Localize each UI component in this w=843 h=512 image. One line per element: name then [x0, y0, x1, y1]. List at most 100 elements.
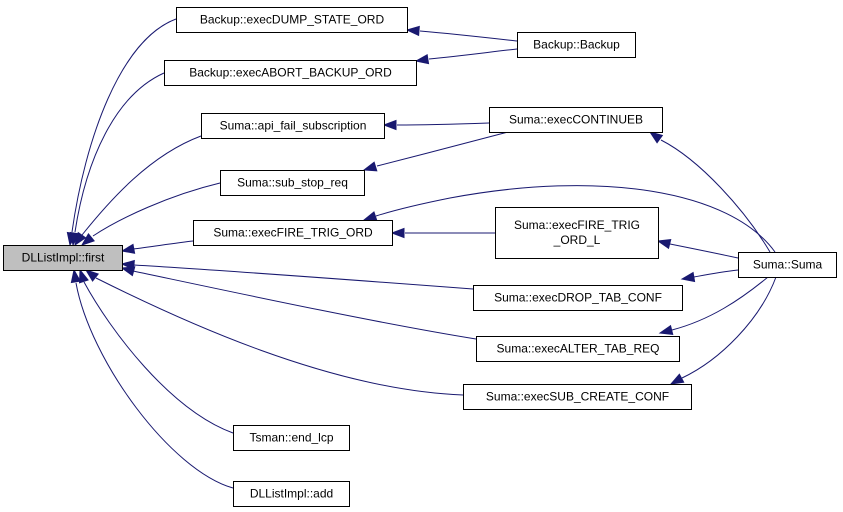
arrowhead	[382, 119, 397, 131]
edge-suma-to-drop_tab	[680, 269, 739, 283]
edge-line	[660, 139, 771, 253]
arrowhead	[405, 25, 420, 37]
edge-continueb-to-api_fail	[382, 119, 490, 131]
edge-sub_create-to-first	[84, 269, 464, 396]
node-label: Backup::Backup	[533, 38, 620, 52]
node-box	[220, 170, 365, 196]
node-label: Suma::execFIRE_TRIG_ORD	[213, 226, 373, 240]
edge-line	[396, 122, 490, 126]
node-drop-tab[interactable]: Suma::execDROP_TAB_CONF	[473, 285, 683, 311]
node-label: Tsman::end_lcp	[249, 431, 333, 445]
edge-sub_stop-to-first	[80, 182, 221, 246]
edge-continueb-to-sub_stop	[362, 131, 509, 172]
node-add[interactable]: DLListImpl::add	[233, 481, 350, 507]
node-box	[517, 32, 636, 58]
node-api-fail[interactable]: Suma::api_fail_subscription	[201, 113, 385, 139]
arrowhead	[80, 233, 95, 246]
edges-layer	[66, 18, 777, 489]
edge-line	[693, 269, 739, 278]
edge-line	[671, 276, 769, 331]
arrowhead	[656, 238, 672, 250]
arrowhead	[669, 373, 685, 385]
node-label: Suma::sub_stop_req	[237, 176, 348, 190]
edge-line	[81, 135, 202, 236]
node-label: Suma::execCONTINUEB	[509, 113, 643, 127]
node-label: DLListImpl::add	[250, 487, 333, 501]
edge-backup-to-abort_backup	[414, 48, 518, 65]
node-box	[233, 425, 350, 451]
arrowhead	[70, 268, 82, 284]
node-box	[489, 107, 663, 133]
edge-line	[74, 72, 165, 233]
node-label: Suma::api_fail_subscription	[220, 119, 367, 133]
node-label: Suma::execALTER_TAB_REQ	[497, 342, 660, 356]
node-first[interactable]: DLListImpl::first	[3, 245, 123, 271]
arrowhead	[658, 324, 674, 336]
node-suma[interactable]: Suma::Suma	[738, 252, 837, 278]
edge-fire_trig-to-first	[120, 240, 194, 254]
edge-backup-to-dump_state	[405, 25, 518, 42]
node-dump-state[interactable]: Backup::execDUMP_STATE_ORD	[176, 7, 408, 33]
edge-line	[419, 30, 518, 42]
edge-line	[375, 185, 776, 253]
node-box	[463, 384, 692, 410]
node-label: Suma::Suma	[753, 258, 823, 272]
node-sub-create[interactable]: Suma::execSUB_CREATE_CONF	[463, 384, 692, 410]
node-label: Suma::execSUB_CREATE_CONF	[486, 390, 669, 404]
node-box	[3, 245, 123, 271]
node-box	[738, 252, 837, 278]
node-sub-stop[interactable]: Suma::sub_stop_req	[220, 170, 365, 196]
node-box	[164, 60, 417, 86]
node-continueb[interactable]: Suma::execCONTINUEB	[489, 107, 663, 133]
edge-line	[95, 277, 464, 396]
arrowhead	[78, 268, 89, 284]
node-backup[interactable]: Backup::Backup	[517, 32, 636, 58]
node-label: Suma::execDROP_TAB_CONF	[494, 291, 662, 305]
arrowhead	[120, 266, 136, 277]
node-box	[476, 336, 680, 362]
edge-line	[376, 131, 509, 167]
edge-line	[669, 243, 739, 259]
edge-line	[83, 281, 234, 434]
node-box	[473, 285, 683, 311]
node-label: Backup::execABORT_BACKUP_ORD	[189, 66, 392, 80]
arrowhead	[84, 269, 100, 282]
nodes-layer: DLListImpl::first Backup::execDUMP_STATE_…	[3, 7, 837, 507]
edge-suma-to-fire_trig_l	[656, 238, 739, 259]
node-alter-tab[interactable]: Suma::execALTER_TAB_REQ	[476, 336, 680, 362]
edge-line	[75, 282, 234, 489]
edge-fire_trig_l-to-fire_trig	[390, 227, 495, 239]
arrowhead	[414, 53, 430, 65]
edge-dump_state-to-first	[66, 18, 177, 247]
edge-abort_backup-to-first	[69, 72, 165, 247]
node-box	[176, 7, 408, 33]
node-label: _ORD_L	[553, 233, 601, 247]
arrowhead	[648, 131, 664, 144]
edge-line	[681, 276, 777, 379]
node-box	[495, 207, 659, 259]
edge-line	[71, 18, 177, 233]
arrowhead	[362, 161, 378, 172]
edge-line	[132, 240, 194, 250]
edge-line	[428, 48, 518, 60]
node-end-lcp[interactable]: Tsman::end_lcp	[233, 425, 350, 451]
node-box	[193, 220, 393, 246]
edge-alter_tab-to-first	[120, 266, 477, 340]
arrowhead	[680, 271, 696, 283]
node-fire-trig[interactable]: Suma::execFIRE_TRIG_ORD	[193, 220, 393, 246]
node-label: DLListImpl::first	[22, 251, 105, 265]
edge-suma-to-continueb	[648, 131, 771, 253]
edge-drop_tab-to-first	[120, 259, 474, 290]
node-fire-trig-l[interactable]: Suma::execFIRE_TRIG_ORD_L	[495, 207, 659, 259]
edge-api_fail-to-first	[74, 135, 202, 247]
node-box	[233, 481, 350, 507]
edge-end_lcp-to-first	[78, 268, 234, 434]
node-label: Suma::execFIRE_TRIG	[514, 218, 640, 232]
node-abort-backup[interactable]: Backup::execABORT_BACKUP_ORD	[164, 60, 417, 86]
edge-line	[132, 270, 477, 340]
arrowhead	[390, 227, 405, 239]
edge-suma-to-alter_tab	[658, 276, 769, 336]
node-box	[201, 113, 385, 139]
arrowhead	[120, 243, 136, 254]
